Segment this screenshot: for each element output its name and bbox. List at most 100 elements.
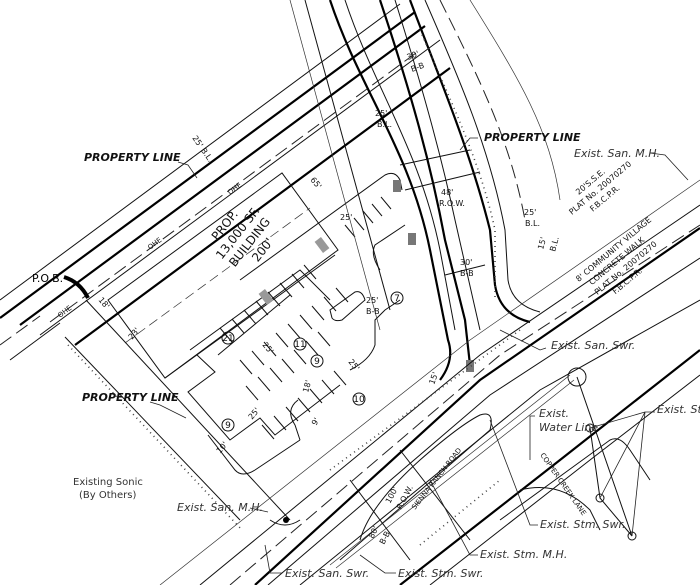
ada-stall (258, 289, 274, 305)
ohe-label: OHE (146, 236, 163, 252)
dimension-text: 9' (310, 416, 321, 427)
parking-stall-line (333, 370, 347, 386)
sanitary-manhole (567, 367, 587, 387)
dimension-text: 25' (260, 341, 275, 356)
dimension-text: 18' (96, 296, 111, 311)
exist-san-swr-label: Exist. San. Swr. (551, 339, 635, 352)
parking-stall-line (371, 203, 383, 217)
parking-stall-line (293, 349, 307, 365)
parking-stall-line (273, 415, 287, 431)
parking-stall-line (231, 318, 245, 334)
ohe-label: OHE (226, 181, 243, 197)
parking-stall-line (344, 224, 356, 238)
ada-stall (314, 237, 330, 253)
parking-stall-line (257, 376, 271, 392)
dimension-text: B.L. (548, 236, 561, 253)
storm-inlet (585, 423, 595, 433)
parking-stall-line (305, 340, 319, 356)
proposed-building-outline (107, 172, 339, 379)
leader-lines (149, 137, 689, 574)
main-road (159, 179, 700, 585)
stall-count-markers: 21 11 9 7 10 9 (221, 291, 404, 432)
dimension-labels: 25' B.L. 25' B.L. 25' B.L. 15' B.L. 48' … (56, 49, 560, 546)
parking-stall-line (297, 397, 311, 413)
curb-inlet (393, 180, 401, 192)
storm-inlet (627, 531, 637, 541)
parking-stall-line (317, 331, 331, 347)
parking-stall-line (287, 323, 301, 339)
dimension-text: 15' (427, 371, 440, 386)
parking-stall-line (269, 367, 283, 383)
parking-stall-line (285, 406, 299, 422)
parking-stall-line (281, 358, 295, 374)
dimension-text: 25' (375, 109, 387, 118)
community-walk-label: 8' COMMUNITY VILLAGE CONCRETE WALK PLAT … (574, 215, 659, 296)
curb-inlet (466, 360, 474, 372)
utility-structures (283, 367, 637, 541)
parking-stall-line (263, 341, 277, 357)
parking-stall-line (362, 210, 374, 224)
parking-stall-line (291, 273, 305, 289)
dimension-text: 25' (340, 213, 352, 222)
dimension-text: 25' B.L. (190, 134, 215, 164)
parking-stall-line (303, 264, 317, 280)
parking-stall-line (267, 291, 281, 307)
dimension-text: B-B (460, 269, 474, 278)
dimension-text: B-B (366, 307, 380, 316)
building-label: PROP. 13,000 SF. BUILDING 200' (209, 204, 277, 269)
existing-sonic-label: Existing Sonic (73, 477, 143, 488)
parking-stall-line (251, 350, 265, 366)
parking-stall-line (299, 314, 313, 330)
exist-stm-mh-label: Exist. Stm. M.H. (480, 548, 567, 561)
stall-count: 21 (221, 331, 235, 345)
exist-san-swr-label: Exist. San. Swr. (285, 567, 369, 580)
parking-stall-line (335, 287, 349, 303)
storm-inlet (595, 493, 605, 503)
dimension-text: B.L. (377, 120, 392, 129)
property-line-southwest (64, 299, 291, 531)
dimension-text: 48' (441, 188, 453, 197)
dimension-text: R.O.W. (439, 199, 465, 208)
pob-marker (63, 275, 90, 299)
exist-stm-swr-label: Exist. Stm. Swr. (540, 518, 626, 531)
dimension-text: 25' (524, 208, 536, 217)
parking-stall-line (380, 196, 392, 210)
sse-easement-label: 20'S.S.E. PLAT No. 20070270 F.B.C.P.R. (567, 159, 633, 216)
dimension-text: 18' (301, 379, 313, 393)
stall-count: 11 (293, 337, 307, 351)
dimension-text: 25' (366, 296, 378, 305)
exist-water-line-label: Water Line (539, 421, 598, 434)
parking-stall-line (243, 309, 257, 325)
parking-stall-line (245, 385, 259, 401)
sanitary-manhole (283, 517, 289, 523)
exist-stm-swr-label: Exist. Stm. Swr. (398, 567, 484, 580)
svg-text:9: 9 (314, 357, 320, 367)
parking-stall-line (309, 388, 323, 404)
stall-count: 9 (221, 418, 235, 432)
svg-text:21: 21 (222, 334, 233, 344)
svg-text:11: 11 (294, 340, 305, 350)
north-south-road (289, 0, 561, 381)
parking-stall-line (323, 296, 337, 312)
curb-inlet (408, 233, 416, 245)
exist-stm-label: Exist. Stm (657, 403, 700, 416)
dimension-text: 15' (536, 236, 548, 250)
dimension-text: B-B (410, 61, 426, 74)
dimension-text: 30' (406, 49, 421, 62)
parking-stall-line (353, 217, 365, 231)
parking-stall-line (311, 305, 325, 321)
property-line-label: PROPERTY LINE (82, 391, 179, 404)
pob-label: P.O.B. (32, 272, 63, 285)
stall-count: 10 (352, 392, 366, 406)
parking-stall-line (255, 300, 269, 316)
northwest-road-corridor (0, 3, 451, 361)
exist-san-mh-label: Exist. San. M.H. (574, 147, 660, 160)
existing-sonic-label: (By Others) (79, 490, 136, 501)
svg-text:9: 9 (225, 421, 231, 431)
stall-count: 9 (310, 354, 324, 368)
exist-san-mh-label: Exist. San. M.H. (177, 501, 263, 514)
parking-stall-line (261, 424, 275, 440)
parking-lot (164, 172, 406, 475)
parking-stall-line (321, 379, 335, 395)
parking-stall-line (275, 332, 289, 348)
